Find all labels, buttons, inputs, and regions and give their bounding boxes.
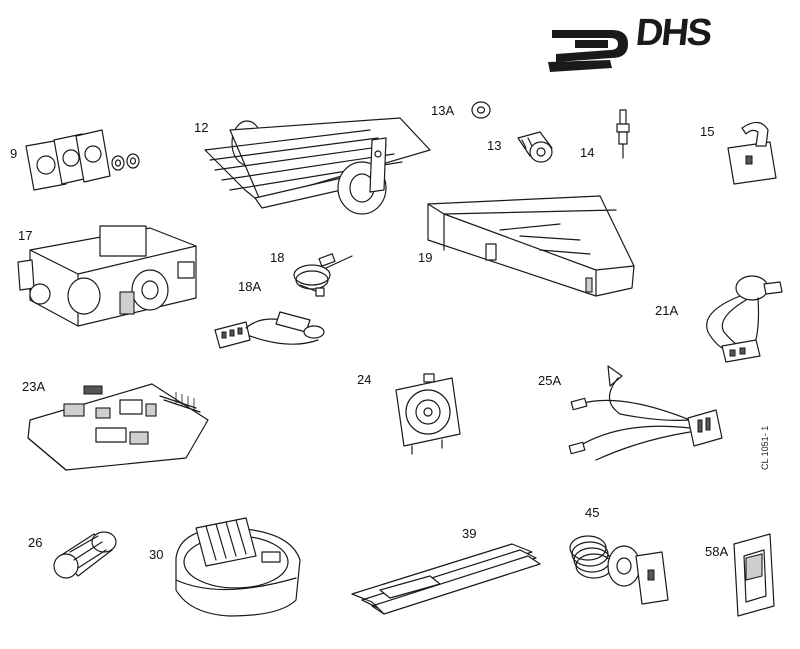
part-label-58a: 58A	[705, 544, 729, 559]
part-label-30: 30	[149, 547, 164, 562]
insulation-strips-icon	[351, 543, 541, 615]
injector-icon	[517, 131, 553, 163]
rocker-switch-icon	[733, 533, 775, 617]
part-label-17: 17	[18, 228, 33, 243]
gasket-set-icon	[25, 129, 140, 191]
part-label-24: 24	[357, 372, 372, 387]
DHS-logo-icon	[548, 30, 628, 72]
part-label-18a: 18A	[238, 279, 262, 294]
burner-assembly-icon	[204, 117, 431, 215]
part-label-14: 14	[580, 145, 595, 160]
pressure-switch-icon	[395, 373, 461, 455]
part-label-21a: 21A	[655, 303, 679, 318]
part-label-25a: 25A	[538, 373, 562, 388]
part-label-19: 19	[418, 250, 433, 265]
potentiometer-icon	[706, 275, 783, 363]
electrode-icon	[616, 109, 630, 159]
washer-icon	[471, 101, 491, 119]
part-label-15: 15	[700, 124, 715, 139]
part-label-13a: 13A	[431, 103, 455, 118]
part-label-26: 26	[28, 535, 43, 550]
control-panel-icon	[427, 195, 635, 297]
gas-valve-icon	[17, 225, 197, 327]
part-label-12: 12	[194, 120, 209, 135]
part-label-18: 18	[270, 250, 285, 265]
part-label-23a: 23A	[22, 379, 46, 394]
sensor-lead-icon	[214, 311, 325, 349]
part-label-39: 39	[462, 526, 477, 541]
pcb-icon	[27, 383, 209, 471]
knob-icon	[53, 531, 117, 579]
thermostat-icon	[569, 535, 669, 605]
thermocouple-icon	[293, 253, 353, 297]
brand-name: DHS	[633, 12, 713, 54]
part-label-9: 9	[10, 146, 18, 161]
part-label-13: 13	[487, 138, 502, 153]
thermistor-harness-icon	[568, 365, 723, 461]
drawing-reference: CL 1051- 1	[760, 425, 770, 470]
clip-icon	[727, 121, 777, 185]
part-label-45: 45	[585, 505, 600, 520]
fan-icon	[175, 517, 301, 617]
